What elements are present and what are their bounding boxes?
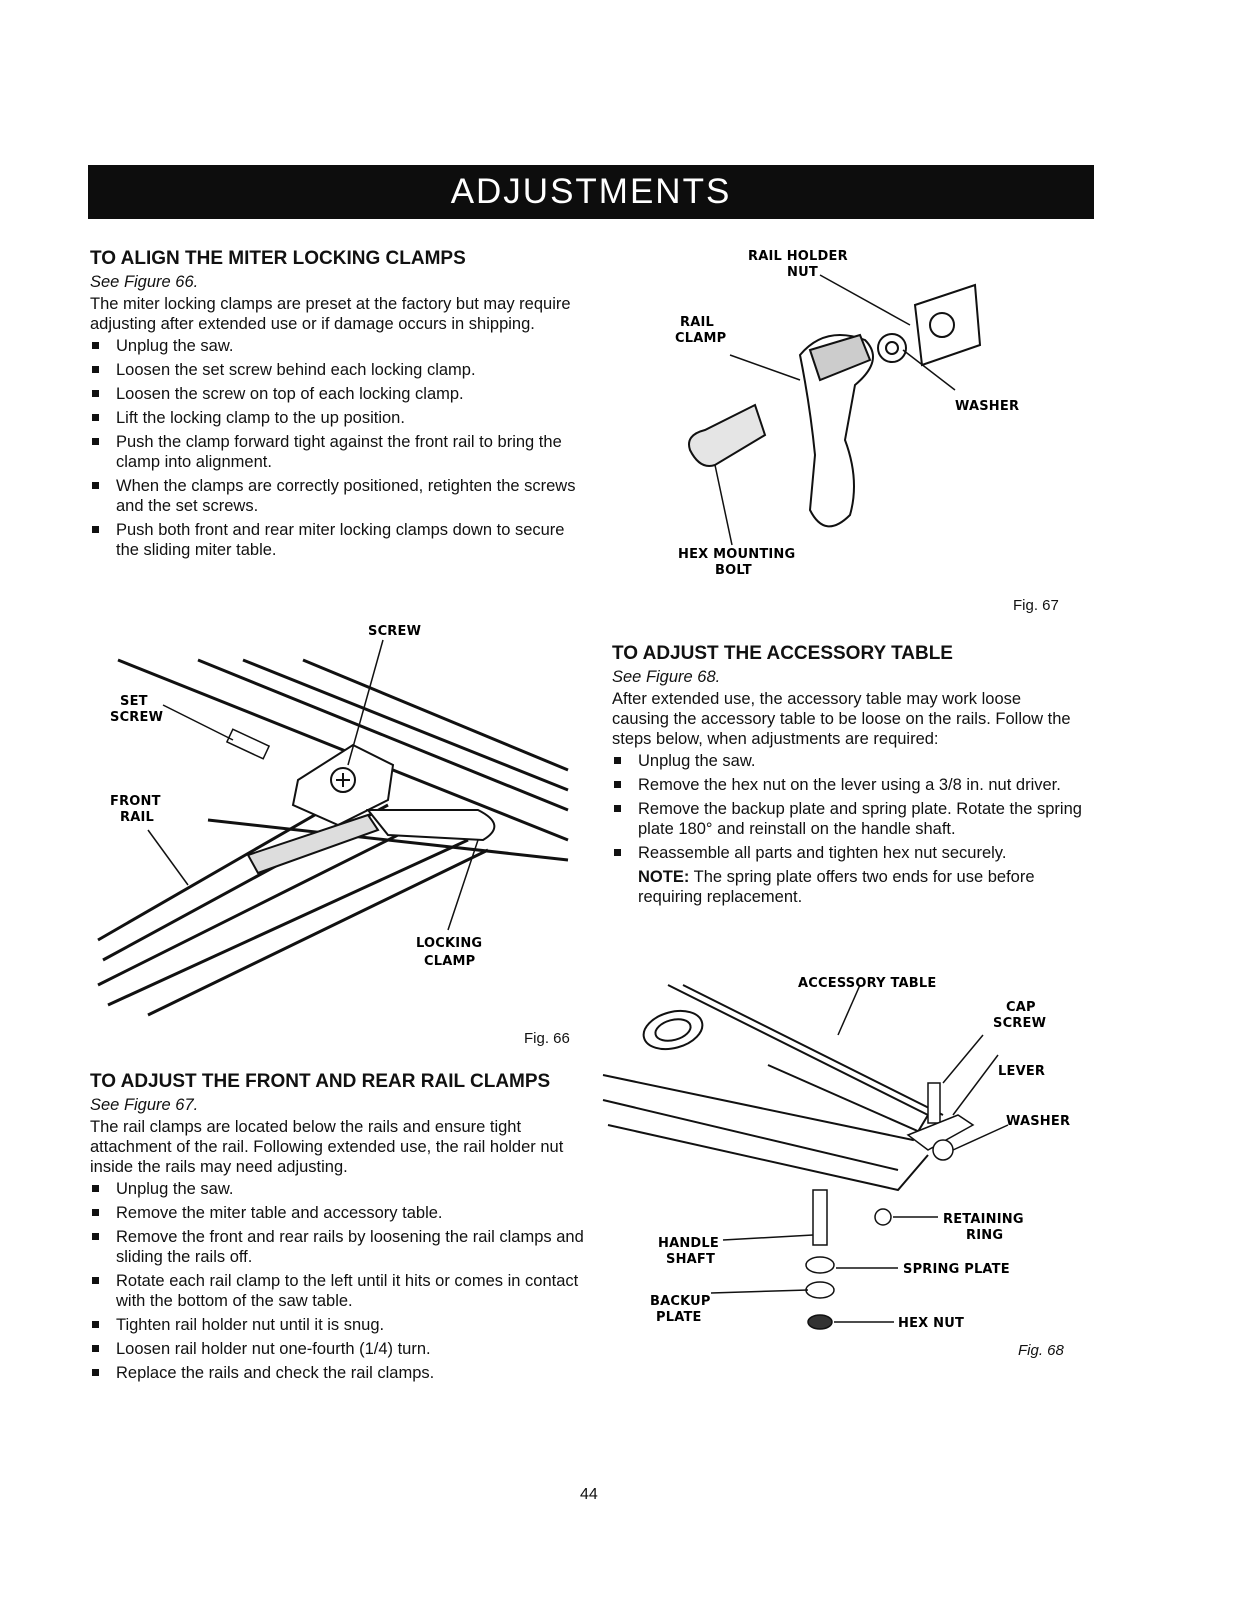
label-nut: NUT bbox=[787, 265, 818, 280]
section-title: TO ALIGN THE MITER LOCKING CLAMPS bbox=[90, 248, 466, 269]
page-number: 44 bbox=[580, 1486, 598, 1503]
label-hex-nut: HEX NUT bbox=[898, 1316, 964, 1331]
list-item: Loosen the screw on top of each locking … bbox=[90, 384, 590, 404]
leader-lines bbox=[710, 984, 1009, 1323]
label-screw: SCREW bbox=[368, 624, 421, 639]
list-item: Remove the miter table and accessory tab… bbox=[90, 1203, 590, 1223]
figure-label: Fig. 66 bbox=[524, 1030, 570, 1047]
figure-reference: See Figure 68. bbox=[612, 668, 721, 686]
figure-label: Fig. 67 bbox=[1013, 597, 1059, 614]
section-title: TO ADJUST THE FRONT AND REAR RAIL CLAMPS bbox=[90, 1071, 551, 1092]
intro-paragraph: After extended use, the accessory table … bbox=[612, 690, 1071, 748]
section-title: TO ADJUST THE ACCESSORY TABLE bbox=[612, 643, 953, 664]
section-rail-clamps: TO ADJUST THE FRONT AND REAR RAIL CLAMPS… bbox=[90, 1070, 590, 1387]
label-rail: RAIL bbox=[120, 810, 154, 825]
list-item: Lift the locking clamp to the up positio… bbox=[90, 408, 590, 428]
list-item: Rotate each rail clamp to the left until… bbox=[90, 1271, 590, 1311]
figure-68: ACCESSORY TABLE CAP SCREW LEVER WASHER R… bbox=[602, 976, 1070, 1331]
label-rail-holder: RAIL HOLDER bbox=[748, 249, 848, 264]
list-item: When the clamps are correctly positioned… bbox=[90, 476, 590, 516]
section-accessory-table: TO ADJUST THE ACCESSORY TABLE See Figure… bbox=[612, 642, 1082, 907]
list-item: Push both front and rear miter locking c… bbox=[90, 520, 590, 560]
leader-lines bbox=[147, 639, 479, 931]
label-handle: HANDLE bbox=[658, 1236, 719, 1251]
label-locking: LOCKING bbox=[416, 936, 482, 951]
list-item: Tighten rail holder nut until it is snug… bbox=[90, 1315, 590, 1335]
figure-label: Fig. 68 bbox=[1018, 1342, 1064, 1359]
list-item: Unplug the saw. bbox=[90, 1179, 590, 1199]
list-item: Unplug the saw. bbox=[90, 336, 590, 356]
label-set: SET bbox=[120, 694, 148, 709]
hardware-parts bbox=[805, 1082, 975, 1330]
label-accessory-table: ACCESSORY TABLE bbox=[798, 976, 936, 991]
figure-reference: See Figure 67. bbox=[90, 1096, 199, 1114]
step-list: Unplug the saw. Loosen the set screw beh… bbox=[90, 336, 590, 560]
label-shaft: SHAFT bbox=[666, 1252, 715, 1267]
list-item: Remove the hex nut on the lever using a … bbox=[612, 775, 1082, 795]
figure-66: SCREW SET SCREW FRONT RAIL LOCKING CLAMP bbox=[97, 624, 569, 1017]
label-retaining: RETAINING bbox=[943, 1212, 1024, 1227]
label-ring: RING bbox=[966, 1228, 1003, 1243]
section-banner: ADJUSTMENTS bbox=[88, 165, 1094, 219]
accessory-table-shape bbox=[602, 984, 944, 1192]
note: NOTE: The spring plate offers two ends f… bbox=[612, 867, 1082, 907]
label-cap: CAP bbox=[1006, 1000, 1036, 1015]
step-list: Unplug the saw. Remove the miter table a… bbox=[90, 1179, 590, 1383]
intro-paragraph: The miter locking clamps are preset at t… bbox=[90, 295, 571, 333]
list-item: Push the clamp forward tight against the… bbox=[90, 432, 590, 472]
list-item: Remove the backup plate and spring plate… bbox=[612, 799, 1082, 839]
section-miter-clamps: TO ALIGN THE MITER LOCKING CLAMPS See Fi… bbox=[90, 247, 590, 564]
label-rail: RAIL bbox=[680, 315, 714, 330]
label-bolt: BOLT bbox=[715, 563, 752, 578]
label-washer: WASHER bbox=[1006, 1114, 1070, 1129]
note-text: The spring plate offers two ends for use… bbox=[638, 868, 1035, 906]
list-item: Remove the front and rear rails by loose… bbox=[90, 1227, 590, 1267]
rail-clamp-parts bbox=[688, 283, 982, 528]
list-item: Unplug the saw. bbox=[612, 751, 1082, 771]
label-washer: WASHER bbox=[955, 399, 1019, 414]
label-clamp: CLAMP bbox=[675, 331, 726, 346]
step-list: Unplug the saw. Remove the hex nut on th… bbox=[612, 751, 1082, 863]
figure-reference: See Figure 66. bbox=[90, 273, 199, 291]
figure-67: RAIL HOLDER NUT RAIL CLAMP WASHER HEX MO… bbox=[675, 249, 1019, 578]
label-hex-mounting: HEX MOUNTING bbox=[678, 547, 795, 562]
list-item: Replace the rails and check the rail cla… bbox=[90, 1363, 590, 1383]
label-backup: BACKUP bbox=[650, 1294, 711, 1309]
locking-clamp-shape bbox=[246, 743, 496, 875]
label-clamp: CLAMP bbox=[424, 954, 475, 969]
rail-lines bbox=[97, 658, 569, 1017]
label-screw: SCREW bbox=[993, 1016, 1046, 1031]
label-spring-plate: SPRING PLATE bbox=[903, 1262, 1010, 1277]
label-lever: LEVER bbox=[998, 1064, 1045, 1079]
label-set-screw: SCREW bbox=[110, 710, 163, 725]
list-item: Loosen rail holder nut one-fourth (1/4) … bbox=[90, 1339, 590, 1359]
leader-lines bbox=[714, 274, 956, 546]
list-item: Reassemble all parts and tighten hex nut… bbox=[612, 843, 1082, 863]
intro-paragraph: The rail clamps are located below the ra… bbox=[90, 1118, 564, 1176]
label-plate: PLATE bbox=[656, 1310, 702, 1325]
label-front: FRONT bbox=[110, 794, 161, 809]
note-label: NOTE: bbox=[638, 868, 690, 886]
set-screw-shape bbox=[225, 728, 271, 760]
list-item: Loosen the set screw behind each locking… bbox=[90, 360, 590, 380]
